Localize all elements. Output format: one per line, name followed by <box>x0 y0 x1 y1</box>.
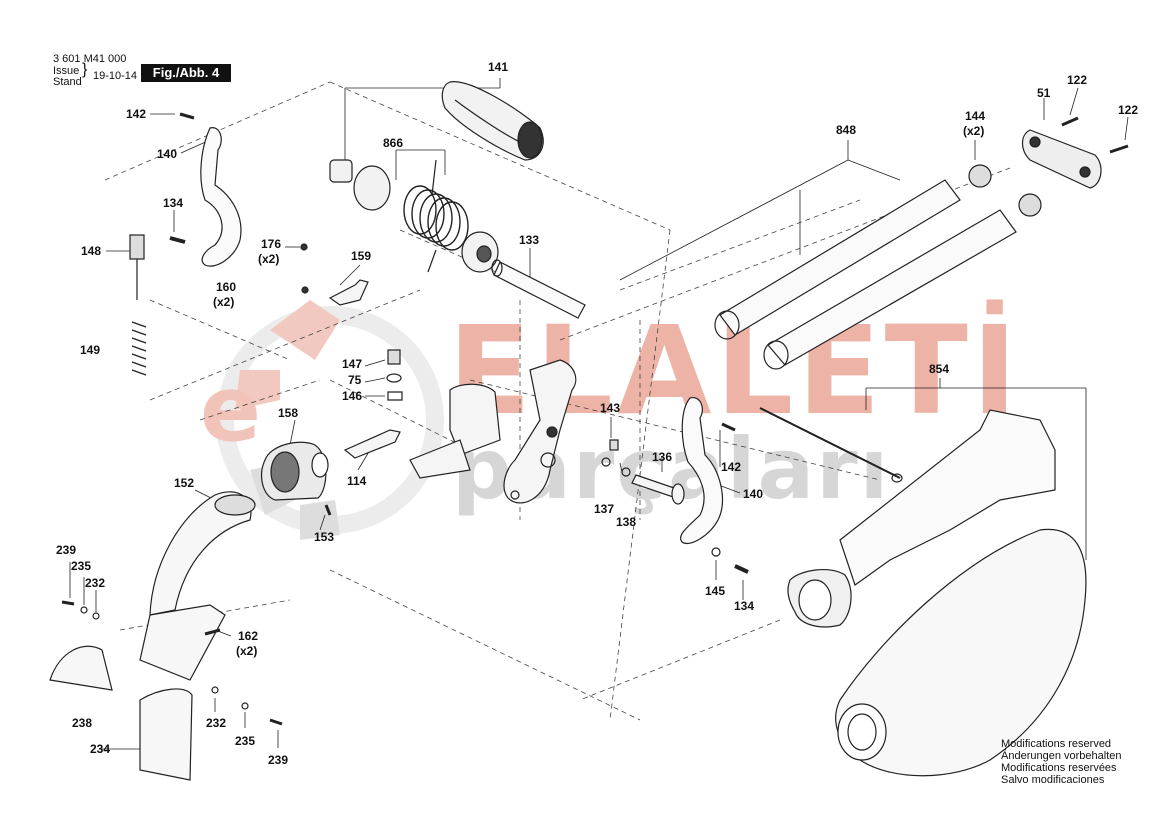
part-152 <box>139 491 256 681</box>
label-146: 146 <box>342 389 363 403</box>
label-232-bottom: 232 <box>206 716 227 730</box>
label-140-left: 140 <box>157 147 178 161</box>
part-146 <box>387 391 403 401</box>
label-144: 144 <box>965 109 986 123</box>
part-158 <box>261 441 329 501</box>
part-number: 3 601 M41 000 <box>53 53 127 65</box>
label-133: 133 <box>519 233 540 247</box>
part-143 <box>609 439 619 451</box>
label-143: 143 <box>600 401 621 415</box>
issue-label: Issue <box>53 65 80 77</box>
label-136: 136 <box>652 450 673 464</box>
note-de: Änderungen vorbehalten <box>1001 750 1122 762</box>
note-es: Salvo modificaciones <box>1001 774 1105 786</box>
label-239-bottom: 239 <box>268 753 289 767</box>
part-75 <box>386 373 402 383</box>
label-142-left: 142 <box>126 107 147 121</box>
label-854: 854 <box>929 362 950 376</box>
label-848: 848 <box>836 123 857 137</box>
part-234 <box>139 688 193 781</box>
svg-text:e: e <box>200 357 261 462</box>
label-239-left: 239 <box>56 543 77 557</box>
note-fr: Modifications reservées <box>1001 762 1117 774</box>
part-147 <box>387 349 401 365</box>
label-235-bottom: 235 <box>235 734 256 748</box>
label-160: 160 <box>216 280 237 294</box>
label-153: 153 <box>314 530 335 544</box>
label-148: 148 <box>81 244 102 258</box>
label-162: 162 <box>238 629 259 643</box>
stand-label: Stand <box>53 76 82 88</box>
label-149: 149 <box>80 343 101 357</box>
central-bracket <box>409 359 577 504</box>
label-162-qty: (x2) <box>236 644 258 658</box>
label-137: 137 <box>594 502 615 516</box>
part-140-left <box>179 112 242 267</box>
part-138 <box>621 467 631 477</box>
label-114: 114 <box>347 474 367 488</box>
part-51 <box>1021 116 1129 189</box>
label-122-top: 122 <box>1067 73 1088 87</box>
label-158: 158 <box>278 406 299 420</box>
label-122-right: 122 <box>1118 103 1139 117</box>
label-145: 145 <box>705 584 726 598</box>
label-238: 238 <box>72 716 93 730</box>
label-142-right: 142 <box>721 460 742 474</box>
part-134 <box>169 236 186 244</box>
label-159: 159 <box>351 249 372 263</box>
issue-date: 19-10-14 <box>93 70 138 82</box>
part-149 <box>131 321 147 376</box>
part-854 <box>759 407 1087 777</box>
part-141 <box>441 81 544 161</box>
label-51: 51 <box>1037 86 1051 100</box>
label-138: 138 <box>616 515 637 529</box>
part-162 <box>204 628 221 636</box>
label-176: 176 <box>261 237 282 251</box>
brace-glyph: } <box>82 61 88 78</box>
figure-label: Fig./Abb. 4 <box>141 64 231 82</box>
label-141: 141 <box>488 60 509 74</box>
part-148 <box>129 234 145 300</box>
part-114 <box>343 429 401 459</box>
label-235-left: 235 <box>71 559 92 573</box>
part-145 <box>711 547 721 557</box>
small-hardware <box>61 600 283 726</box>
part-159 <box>328 279 369 306</box>
label-152: 152 <box>174 476 195 490</box>
part-134-right <box>734 564 749 574</box>
label-232-left: 232 <box>85 576 106 590</box>
label-160-qty: (x2) <box>213 295 235 309</box>
label-140-right: 140 <box>743 487 764 501</box>
part-137 <box>601 457 611 467</box>
label-134-right: 134 <box>734 599 755 613</box>
note-en: Modifications reserved <box>1001 738 1112 750</box>
part-140-right <box>680 396 724 544</box>
part-866 <box>329 159 499 273</box>
label-176-qty: (x2) <box>258 252 280 266</box>
label-134-left: 134 <box>163 196 184 210</box>
label-144-qty: (x2) <box>963 124 985 138</box>
label-147: 147 <box>342 357 363 371</box>
part-136 <box>631 474 685 505</box>
label-75: 75 <box>348 373 362 387</box>
part-848 <box>714 179 1017 370</box>
label-234: 234 <box>90 742 111 756</box>
label-866: 866 <box>383 136 404 150</box>
part-238 <box>49 645 113 691</box>
part-144 <box>968 164 1042 217</box>
part-133 <box>491 259 586 319</box>
